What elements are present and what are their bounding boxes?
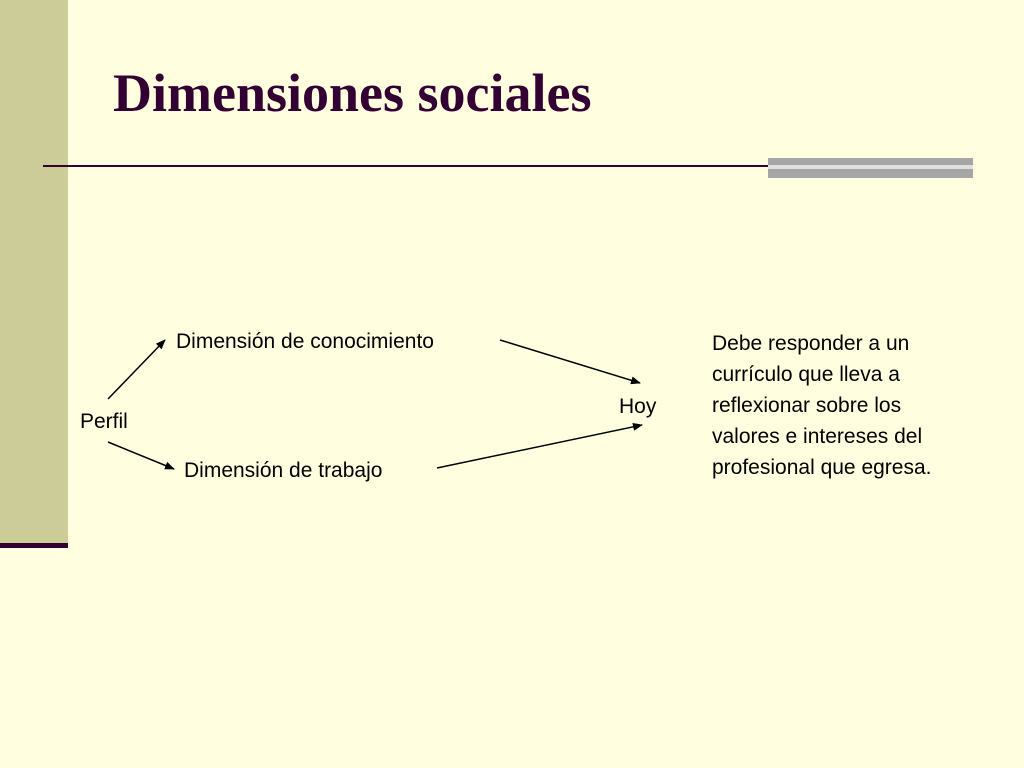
title-divider-accent-line bbox=[768, 165, 973, 169]
arrow-perfil-to-conocimiento bbox=[107, 339, 166, 400]
description-text: Debe responder a un currículo que lleva … bbox=[712, 328, 1002, 483]
left-band-underline bbox=[0, 543, 68, 548]
left-accent-band bbox=[0, 0, 68, 545]
slide-title: Dimensiones sociales bbox=[113, 63, 592, 123]
node-dimension-trabajo: Dimensión de trabajo bbox=[184, 459, 383, 482]
description-line: currículo que lleva a bbox=[712, 363, 900, 386]
arrow-trabajo-to-hoy bbox=[436, 422, 643, 469]
description-line: Debe responder a un bbox=[712, 332, 910, 355]
node-hoy: Hoy bbox=[619, 395, 657, 418]
description-line: valores e intereses del bbox=[712, 425, 923, 448]
description-line: reflexionar sobre los bbox=[712, 394, 902, 417]
arrow-perfil-to-trabajo bbox=[107, 441, 175, 470]
arrow-conocimiento-to-hoy bbox=[499, 339, 641, 385]
node-dimension-conocimiento: Dimensión de conocimiento bbox=[176, 330, 434, 353]
description-line: profesional que egresa. bbox=[712, 456, 932, 479]
title-divider bbox=[43, 165, 973, 167]
node-perfil: Perfil bbox=[80, 410, 128, 433]
